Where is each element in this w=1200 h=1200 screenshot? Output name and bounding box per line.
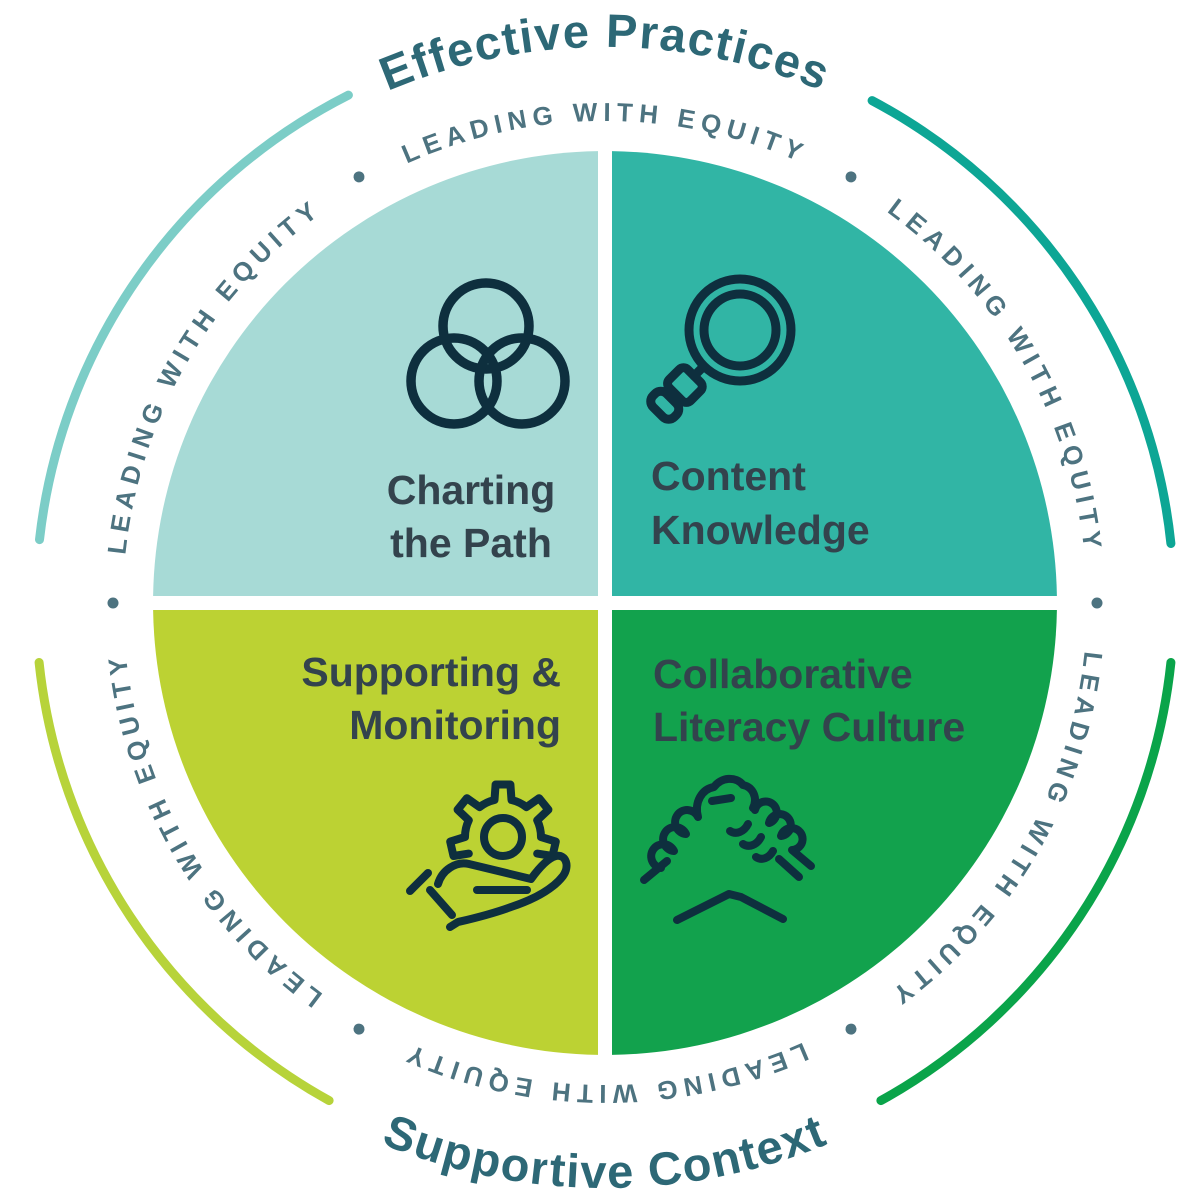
label-supporting-line1: Supporting & <box>301 649 561 695</box>
quadrant-top-left <box>153 151 598 596</box>
quadrant-bottom-left <box>153 610 598 1055</box>
ring-separator-dot <box>845 1023 857 1035</box>
venn-circles-icon <box>406 278 570 429</box>
quadrant-bottom-right <box>612 610 1057 1055</box>
label-charting-line1: Charting <box>387 467 556 513</box>
label-supporting-line2: Monitoring <box>349 702 561 748</box>
hand-outline <box>434 851 571 931</box>
gear-hub <box>480 814 526 860</box>
handshake-left-fingers-fist <box>647 774 759 872</box>
magnifier-handle-band <box>663 363 707 407</box>
magnifier-handle-tip <box>646 386 684 424</box>
ring-separator-dot <box>107 597 119 609</box>
venn-circle-top <box>438 278 534 374</box>
handshake-right-wrist <box>775 855 803 881</box>
handshake-arms <box>673 890 787 924</box>
ring-separator-dot <box>1091 597 1103 609</box>
magnifier-lens-inner <box>699 289 781 371</box>
ring-separator-dot <box>845 171 857 183</box>
ring-separator-dot <box>353 171 365 183</box>
outer-arc-bottom-left <box>34 658 334 1106</box>
quadrant-top-right <box>612 151 1057 596</box>
outer-arc-top-left <box>35 90 353 545</box>
magnifier-lens-outer <box>684 274 796 386</box>
handshake-finger-hook-1 <box>726 820 752 837</box>
magnifier-icon <box>646 274 796 424</box>
handshake-right-knuckles <box>751 797 815 870</box>
gear-outline <box>446 780 560 860</box>
outer-arc-bottom-right <box>876 658 1176 1106</box>
label-content-line1: Content <box>651 453 806 499</box>
hand-cuff <box>406 869 432 895</box>
venn-circle-left <box>406 333 502 429</box>
venn-circle-right <box>474 333 570 429</box>
handshake-icon <box>640 774 815 924</box>
magnifier-handle <box>646 362 708 424</box>
outer-arc-top-right <box>867 96 1176 548</box>
label-content-line2: Knowledge <box>651 507 870 553</box>
label-charting-line2: the Path <box>390 520 552 566</box>
gear-hand-icon <box>406 780 571 931</box>
outer-arc-ring <box>34 90 1176 1106</box>
label-collaborative-line1: Collaborative <box>653 651 913 697</box>
handshake-finger-hook-2 <box>739 833 765 850</box>
hand-wrist-edge <box>426 886 456 919</box>
handshake-fist-crease <box>708 794 735 805</box>
label-collaborative-line2: Literacy Culture <box>653 704 965 750</box>
handshake-finger-hook-3 <box>752 847 777 863</box>
ring-separator-dot <box>353 1023 365 1035</box>
handshake-left-wrist <box>640 857 671 884</box>
